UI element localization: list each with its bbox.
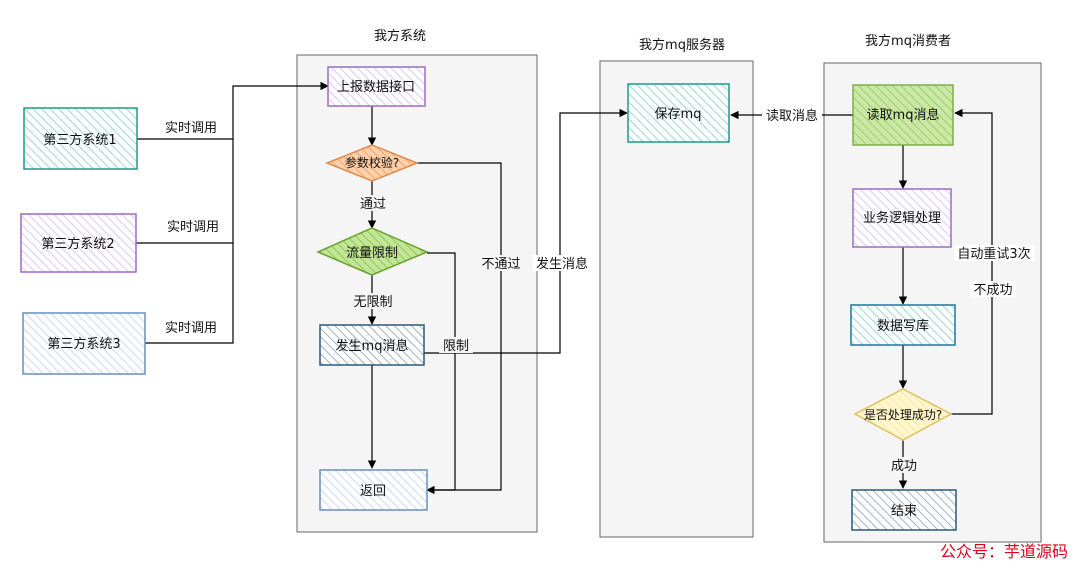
node-sys1[interactable]: 第三方系统1 <box>23 107 138 170</box>
node-param-check[interactable]: 参数校验? <box>324 144 420 182</box>
label-not-success: 不成功 <box>973 283 1012 298</box>
node-sys3-label: 第三方系统3 <box>47 336 120 352</box>
node-end[interactable]: 结束 <box>851 489 957 531</box>
node-send-mq-label: 发生mq消息 <box>336 338 409 354</box>
lane-title-mq-consumer: 我方mq消费者 <box>865 33 951 49</box>
label-no-pass: 不通过 <box>481 257 520 272</box>
node-read-mq[interactable]: 读取mq消息 <box>852 84 954 146</box>
edge-sys1-report <box>137 81 329 140</box>
node-sys1-label: 第三方系统1 <box>43 132 116 148</box>
label-success: 成功 <box>891 459 917 474</box>
edge-limit-return <box>427 252 456 491</box>
node-sys2-label: 第三方系统2 <box>41 236 114 252</box>
node-report-api-label: 上报数据接口 <box>337 79 415 95</box>
label-send-msg: 发生消息 <box>536 256 588 272</box>
node-send-mq[interactable]: 发生mq消息 <box>319 324 425 366</box>
node-sys2[interactable]: 第三方系统2 <box>20 213 137 273</box>
edge-send-save <box>424 108 628 354</box>
node-end-label: 结束 <box>891 504 917 519</box>
node-param-check-label: 参数校验? <box>345 155 399 170</box>
lane-title-mq-server: 我方mq服务器 <box>639 37 725 53</box>
label-realtime-call-3: 实时调用 <box>165 321 217 336</box>
node-db-write[interactable]: 数据写库 <box>850 304 956 346</box>
edge-sys3-report <box>145 243 234 344</box>
node-return[interactable]: 返回 <box>319 469 428 511</box>
label-no-limit: 无限制 <box>353 295 392 310</box>
watermark: 公众号：芋道源码 <box>940 542 1068 561</box>
node-db-write-label: 数据写库 <box>877 318 929 334</box>
node-save-mq-label: 保存mq <box>655 107 702 122</box>
node-biz-logic[interactable]: 业务逻辑处理 <box>852 188 952 248</box>
node-flow-limit-label: 流量限制 <box>346 246 398 261</box>
label-auto-retry: 自动重试3次 <box>957 246 1030 262</box>
node-read-mq-label: 读取mq消息 <box>867 107 940 123</box>
edge-check-return <box>417 162 502 495</box>
edge-labels: 实时调用 实时调用 实时调用 通过 不通过 无限制 限制 发生消息 读取消息 自… <box>160 107 1034 474</box>
label-pass: 通过 <box>360 197 386 212</box>
label-realtime-call-2: 实时调用 <box>167 220 219 235</box>
node-success-check-label: 是否处理成功? <box>864 408 942 422</box>
node-report-api[interactable]: 上报数据接口 <box>327 66 426 107</box>
label-read-msg: 读取消息 <box>766 108 818 124</box>
lane-our-system: 我方系统 <box>296 28 538 533</box>
node-biz-logic-label: 业务逻辑处理 <box>863 210 941 226</box>
node-success-check[interactable]: 是否处理成功? <box>853 388 953 441</box>
edge-retry <box>951 108 993 415</box>
node-flow-limit[interactable]: 流量限制 <box>316 227 429 276</box>
lane-title-our-system: 我方系统 <box>374 28 426 44</box>
label-limited: 限制 <box>443 339 469 354</box>
node-sys3[interactable]: 第三方系统3 <box>22 312 146 375</box>
label-realtime-call-1: 实时调用 <box>165 121 217 136</box>
node-return-label: 返回 <box>360 484 386 499</box>
node-save-mq[interactable]: 保存mq <box>627 83 730 143</box>
